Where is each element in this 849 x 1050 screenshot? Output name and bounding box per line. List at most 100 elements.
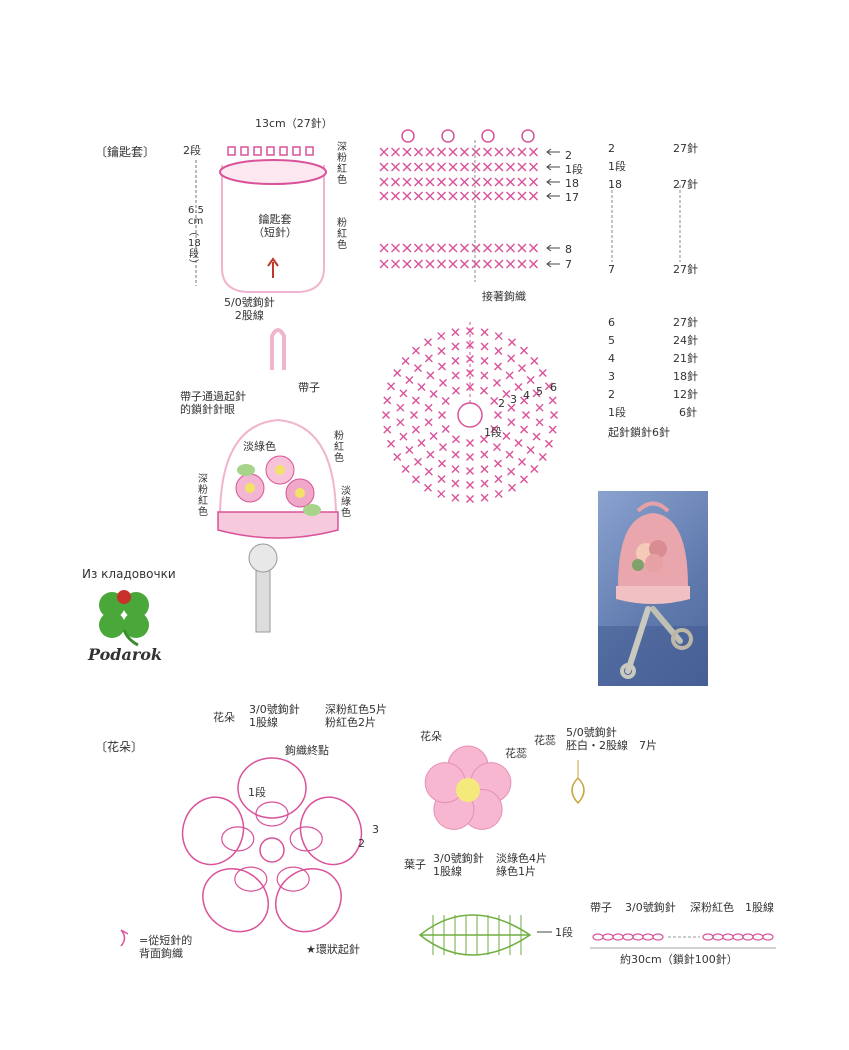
row-label-2: 2 bbox=[565, 149, 572, 162]
row-arrow-head bbox=[546, 260, 552, 268]
chain-stitch bbox=[642, 933, 654, 941]
x-stitch bbox=[414, 243, 423, 253]
x-stitch bbox=[451, 450, 460, 459]
flower-spec-hook: 3/0號鉤針 1股線 bbox=[249, 703, 300, 729]
ladybug-icon bbox=[117, 590, 131, 604]
x-stitch bbox=[480, 479, 489, 488]
strap-spec-hook: 3/0號鉤針 bbox=[625, 901, 676, 914]
x-stitch bbox=[426, 371, 435, 380]
x-stitch bbox=[396, 418, 405, 427]
end-point-label: 鉤織終點 bbox=[285, 744, 329, 757]
x-stitch bbox=[429, 390, 438, 398]
clover-leaf bbox=[99, 612, 125, 638]
x-stitch bbox=[405, 376, 414, 384]
x-stitch bbox=[535, 403, 544, 412]
row-label-18: 18 bbox=[565, 177, 579, 190]
table-count: 27針 bbox=[673, 142, 698, 155]
x-stitch bbox=[413, 364, 422, 373]
x-stitch bbox=[480, 465, 489, 474]
x-stitch bbox=[424, 467, 433, 476]
strap-label: 帶子 bbox=[298, 381, 320, 394]
x-stitch bbox=[507, 418, 516, 427]
rim-picot bbox=[266, 146, 275, 156]
x-stitch bbox=[379, 243, 389, 253]
flower-section-title: 〔花朵〕 bbox=[95, 740, 144, 754]
x-stitch bbox=[399, 432, 408, 441]
x-stitch bbox=[490, 425, 499, 433]
x-stitch bbox=[483, 259, 492, 269]
chain-stitch bbox=[742, 933, 754, 941]
x-stitch bbox=[391, 191, 400, 201]
x-stitch bbox=[530, 357, 539, 366]
x-stitch bbox=[480, 386, 488, 395]
x-stitch bbox=[506, 259, 515, 269]
table-count: 21針 bbox=[673, 352, 698, 365]
x-stitch bbox=[413, 457, 422, 466]
x-stitch bbox=[452, 386, 460, 395]
x-stitch bbox=[451, 328, 460, 337]
flower-pic-label: 花朵 bbox=[420, 730, 442, 743]
logo-brand: Podarok bbox=[88, 645, 163, 664]
x-stitch bbox=[529, 177, 538, 187]
x-stitch bbox=[383, 396, 392, 405]
x-stitch bbox=[426, 450, 435, 459]
x-stitch bbox=[466, 467, 474, 475]
x-stitch bbox=[451, 465, 460, 474]
x-stitch bbox=[412, 346, 421, 355]
x-stitch bbox=[439, 378, 447, 387]
leaf-shape bbox=[237, 464, 255, 476]
x-stitch bbox=[471, 259, 481, 269]
x-stitch bbox=[460, 243, 469, 253]
product-photo bbox=[598, 491, 708, 686]
table-row: 6 bbox=[608, 316, 615, 329]
x-stitch bbox=[493, 378, 501, 387]
flower-center bbox=[456, 778, 480, 802]
body-name-label: 鑰匙套 （短針） bbox=[253, 213, 297, 239]
x-stitch bbox=[437, 162, 446, 172]
x-stitch bbox=[402, 259, 412, 269]
key-head bbox=[248, 543, 278, 573]
x-stitch bbox=[383, 425, 392, 434]
x-stitch bbox=[396, 403, 405, 412]
x-stitch bbox=[437, 147, 446, 157]
x-stitch bbox=[520, 396, 529, 405]
x-stitch bbox=[424, 483, 432, 492]
round-label-6: 6 bbox=[550, 381, 557, 394]
x-stitch bbox=[548, 396, 557, 405]
chain-stitch bbox=[762, 933, 774, 941]
strap bbox=[270, 328, 286, 370]
x-stitch bbox=[393, 453, 402, 461]
x-stitch bbox=[402, 191, 412, 201]
leaf-colors: 淡綠色4片 綠色1片 bbox=[496, 852, 547, 878]
up-arrow-head bbox=[267, 257, 279, 267]
x-stitch bbox=[411, 425, 420, 434]
x-stitch bbox=[518, 364, 527, 373]
x-stitch bbox=[448, 191, 458, 201]
x-stitch bbox=[382, 411, 390, 419]
x-stitch bbox=[451, 371, 460, 380]
x-stitch bbox=[480, 328, 489, 337]
x-stitch bbox=[494, 332, 503, 341]
chain-stitch bbox=[602, 933, 614, 941]
x-stitch bbox=[466, 495, 474, 503]
x-stitch bbox=[437, 347, 446, 356]
x-stitch bbox=[451, 479, 460, 488]
petal-outline bbox=[299, 796, 363, 866]
x-stitch bbox=[417, 383, 426, 391]
x-stitch bbox=[379, 191, 389, 201]
x-stitch bbox=[448, 259, 458, 269]
x-stitch bbox=[494, 347, 503, 356]
chain-stitch bbox=[592, 933, 604, 941]
x-stitch bbox=[483, 191, 492, 201]
x-stitch bbox=[425, 147, 435, 157]
stamen-spec: 5/0號鉤針 胚白・2股線 7片 bbox=[566, 726, 657, 752]
petal-outline bbox=[181, 796, 245, 866]
flower-round1-label: 1段 bbox=[248, 786, 266, 799]
x-stitch bbox=[437, 332, 446, 341]
x-stitch bbox=[507, 467, 516, 476]
x-stitch bbox=[493, 443, 501, 452]
x-stitch bbox=[518, 457, 527, 466]
table-count: 12針 bbox=[673, 388, 698, 401]
x-stitch bbox=[494, 474, 503, 483]
photo-drawing bbox=[598, 501, 708, 686]
